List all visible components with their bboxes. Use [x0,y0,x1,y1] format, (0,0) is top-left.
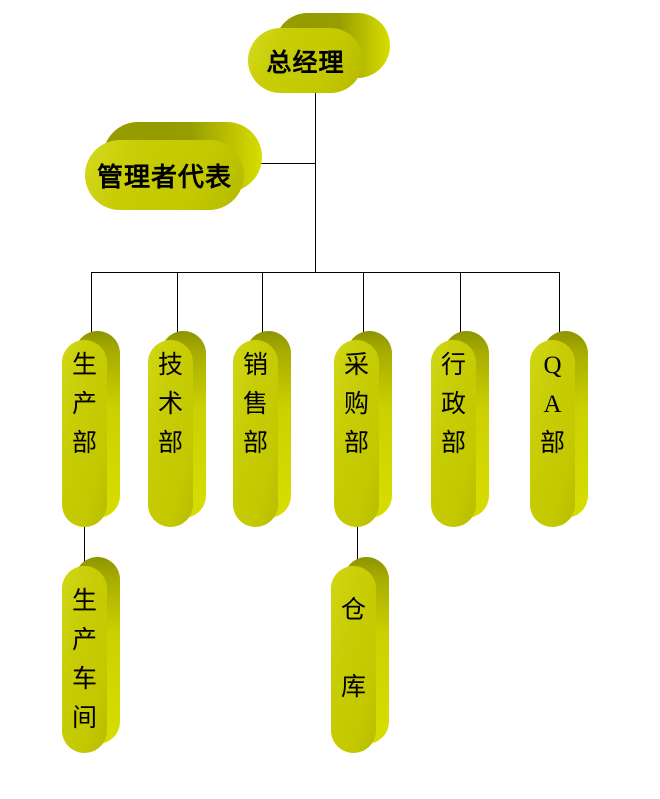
label-char: 政 [440,391,466,418]
pill-face: 销售部 [233,340,278,527]
label-char: 产 [71,391,97,418]
label-char: 生 [71,352,97,379]
label-char: 购 [343,391,369,418]
label-char: 部 [539,430,565,457]
label-char: 采 [343,352,369,379]
node-label: 行政部 [431,340,476,527]
connector-dept-bus [91,272,560,273]
label-char: 部 [157,430,183,457]
label-char: 库 [340,674,366,701]
node-label: 技术部 [148,340,193,527]
node-general-manager: 总经理 [248,13,390,93]
node-admin-dept: 行政部 [431,331,489,527]
pill-face: 管理者代表 [85,140,244,210]
label-char: 仓 [340,597,366,624]
label-char: 部 [71,430,97,457]
node-label: 销售部 [233,340,278,527]
pill-face: 采购部 [334,340,379,527]
connector-drop-technical [177,272,178,342]
connector-drop-purchasing [363,272,364,342]
connector-drop-qa [559,272,560,342]
pill-face: 生产车间 [62,566,107,753]
connector-drop-production [91,272,92,342]
label-char: A [543,391,562,418]
label-char: 部 [440,430,466,457]
label-char: 车 [71,665,97,693]
pill-face: 行政部 [431,340,476,527]
node-warehouse: 仓库 [331,557,389,753]
node-label: 管理者代表 [96,161,232,192]
connector-rep-branch [250,163,316,164]
node-production-workshop: 生产车间 [62,557,120,753]
label-char: 生 [71,587,97,615]
connector-gm-trunk [315,89,316,272]
node-management-representative: 管理者代表 [85,122,262,210]
node-label: 采购部 [334,340,379,527]
node-purchasing-dept: 采购部 [334,331,392,527]
node-production-dept: 生产部 [62,331,120,527]
label-char: 技 [157,352,183,379]
pill-face: 生产部 [62,340,107,527]
label-char: 术 [157,391,183,418]
node-label: 总经理 [266,48,345,77]
node-label: 生产部 [62,340,107,527]
label-char: 售 [242,391,268,418]
connector-drop-sales [262,272,263,342]
pill-face: 技术部 [148,340,193,527]
node-technical-dept: 技术部 [148,331,206,527]
connector-production-workshop [84,524,85,570]
label-char: 行 [440,352,466,379]
connector-drop-admin [460,272,461,342]
label-char: 间 [71,704,97,732]
label-char: 销 [242,352,268,379]
connector-purchasing-warehouse [357,524,358,570]
node-label: 生产车间 [62,566,107,753]
label-char: 部 [343,430,369,457]
label-char: Q [543,352,562,379]
pill-face: 总经理 [248,28,363,93]
label-char: 部 [242,430,268,457]
node-label: 仓库 [331,566,376,753]
label-char: 产 [71,626,97,654]
node-sales-dept: 销售部 [233,331,291,527]
pill-face: 仓库 [331,566,376,753]
